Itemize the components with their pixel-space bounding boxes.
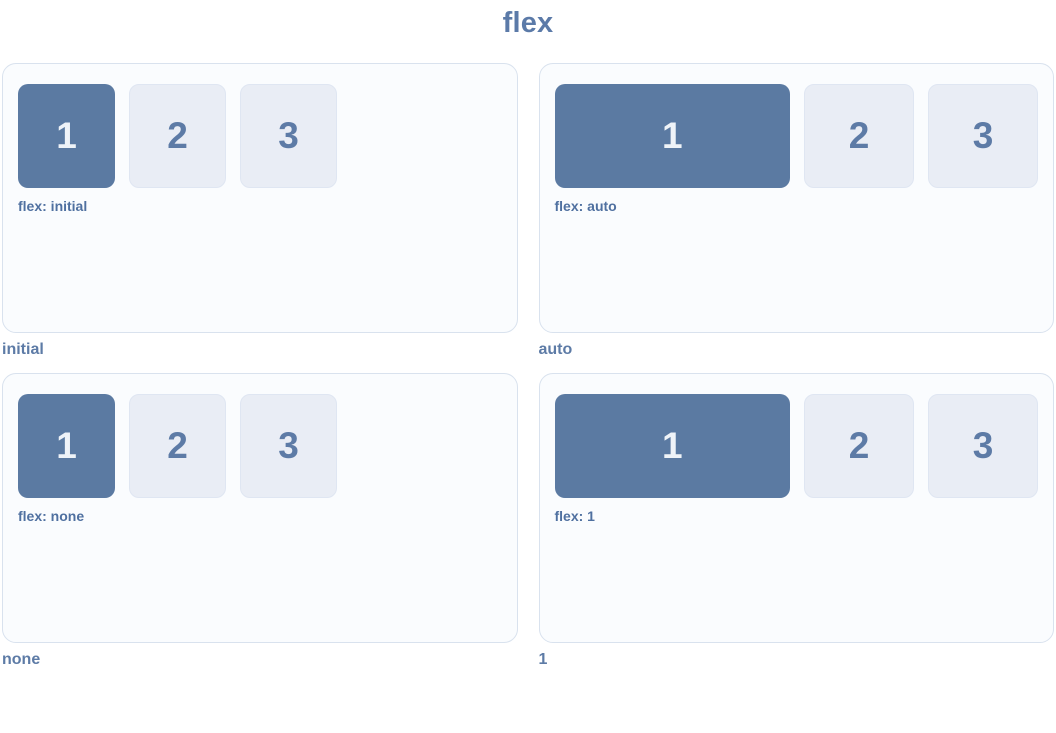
flex-container: 1 2 3 [18,394,502,498]
flex-value-label: flex: auto [554,198,617,214]
flex-item-1: 1 [18,84,115,188]
demo-panel-auto: 1 2 3 flex: auto [538,63,1054,333]
flex-item-1: 1 [554,394,790,498]
flex-container: 1 2 3 [554,394,1038,498]
demo-caption-initial: initial [2,341,44,358]
page-title: flex [502,7,554,39]
demo-section-1: 1 2 3 flex: 1 1 [538,373,1054,683]
flex-item-1: 1 [554,84,790,188]
demo-panel-none: 1 2 3 flex: none [2,373,518,643]
demo-caption-1: 1 [538,651,548,668]
demo-caption-none: none [2,651,41,668]
flex-item-3: 3 [240,394,337,498]
demo-section-initial: 1 2 3 flex: initial initial [2,63,518,373]
flex-item-2: 2 [129,394,226,498]
demo-section-none: 1 2 3 flex: none none [2,373,518,683]
demo-grid: 1 2 3 flex: initial initial 1 2 3 flex: … [0,63,1056,683]
flex-value-label: flex: none [18,508,85,524]
flex-value-label: flex: initial [18,198,88,214]
flex-item-3: 3 [240,84,337,188]
flex-item-3: 3 [928,84,1038,188]
flex-container: 1 2 3 [18,84,502,188]
flex-item-1: 1 [18,394,115,498]
flex-container: 1 2 3 [554,84,1038,188]
flex-item-2: 2 [804,84,914,188]
flex-value-label: flex: 1 [554,508,595,524]
flex-item-3: 3 [928,394,1038,498]
demo-section-auto: 1 2 3 flex: auto auto [538,63,1054,373]
flex-item-2: 2 [129,84,226,188]
demo-caption-auto: auto [538,341,573,358]
demo-panel-initial: 1 2 3 flex: initial [2,63,518,333]
flex-item-2: 2 [804,394,914,498]
demo-panel-1: 1 2 3 flex: 1 [538,373,1054,643]
